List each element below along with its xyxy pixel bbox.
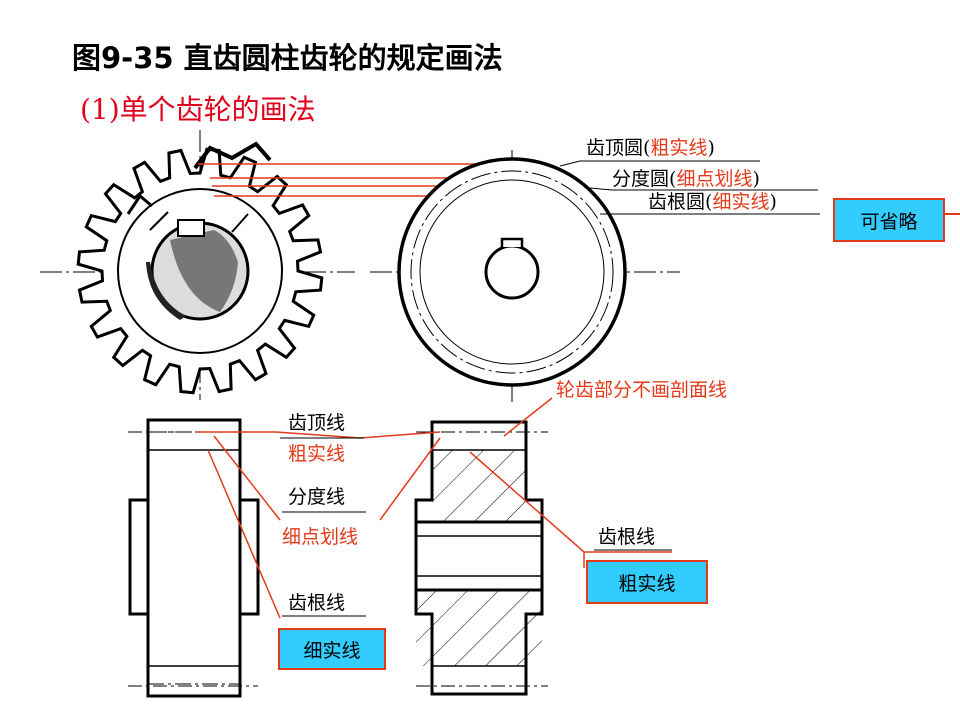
addendum-circle xyxy=(397,157,627,387)
pitch-line-style: 细点划线 xyxy=(282,526,359,548)
pitch-open-paren: ( xyxy=(669,168,677,190)
pitch-circle-style: 细点划线 xyxy=(676,168,753,190)
gear-section-view xyxy=(414,420,548,696)
addendum-circle-label: 齿顶圆(粗实线) xyxy=(586,139,715,158)
addendum-line-label: 齿顶线 xyxy=(288,412,346,434)
pitch-close-paren: ) xyxy=(752,168,760,190)
root-open-paren: ( xyxy=(705,191,713,213)
pitch-line-label: 分度线 xyxy=(288,486,346,508)
no-hatch-note: 轮齿部分不画剖面线 xyxy=(556,379,728,401)
black-leaders xyxy=(280,437,672,617)
pitch-circle-name: 分度圆 xyxy=(612,168,670,190)
addendum-open-paren: ( xyxy=(643,137,651,159)
root-line-style-right: 粗实线 xyxy=(586,560,708,604)
section-subtitle: (1)单个齿轮的画法 xyxy=(80,93,316,126)
addendum-circle-style: 粗实线 xyxy=(650,137,708,159)
section-view-leaders xyxy=(359,397,672,568)
addendum-circle-name: 齿顶圆 xyxy=(586,137,644,159)
side-view-leaders xyxy=(196,431,361,619)
gear-side-view xyxy=(128,418,260,698)
root-circle xyxy=(419,179,605,365)
gear-3d-view xyxy=(40,130,355,400)
root-close-paren: ) xyxy=(769,191,777,213)
root-circle-name: 齿根圆 xyxy=(648,191,706,213)
root-line-label-right: 齿根线 xyxy=(598,526,656,548)
circle-leader-lines xyxy=(559,160,820,215)
figure-title: 图9-35 直齿圆柱齿轮的规定画法 xyxy=(72,41,503,75)
pitch-circle xyxy=(410,170,614,374)
root-circle-style: 细实线 xyxy=(712,191,770,213)
gear-front-view xyxy=(370,150,680,402)
omit-box: 可省略 xyxy=(833,198,945,242)
root-circle-label: 齿根圆(细实线) xyxy=(648,193,777,212)
root-line-label-left: 齿根线 xyxy=(288,592,346,614)
root-line-style-left: 细实线 xyxy=(278,628,386,670)
addendum-line-style: 粗实线 xyxy=(288,443,346,465)
addendum-close-paren: ) xyxy=(707,137,715,159)
pitch-circle-label: 分度圆(细点划线) xyxy=(612,170,760,189)
